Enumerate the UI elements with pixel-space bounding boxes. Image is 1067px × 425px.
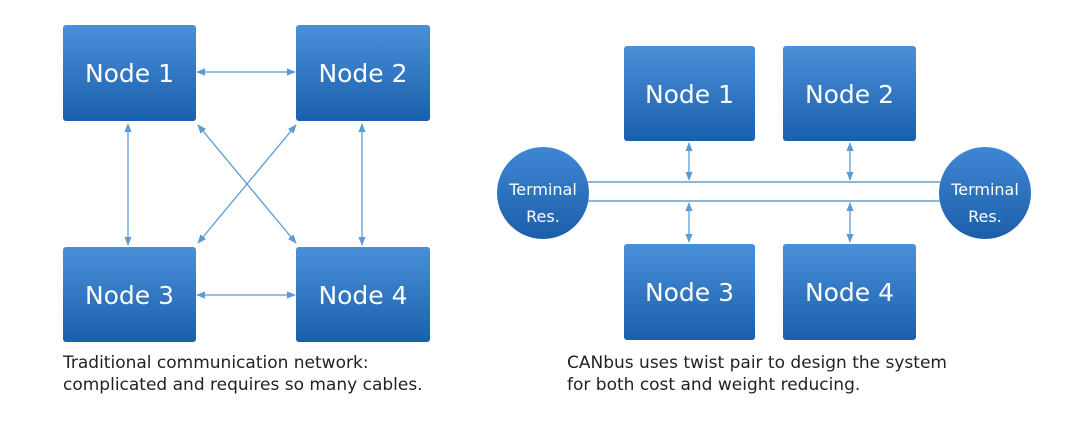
bus-node-2: Node 2: [783, 46, 916, 141]
terminal-right-label-line2: Res.: [968, 207, 1002, 226]
bus-node-3-label: Node 3: [645, 278, 734, 307]
link-node2-node3: [197, 124, 297, 244]
bus-node-1: Node 1: [624, 46, 755, 141]
mesh-node-1: Node 1: [63, 25, 196, 121]
bus-node-2-label: Node 2: [805, 80, 894, 109]
terminal-right-label-line1: Terminal: [950, 180, 1019, 199]
bus-node-3: Node 3: [624, 244, 755, 340]
mesh-node-2: Node 2: [296, 25, 430, 121]
mesh-caption: Traditional communication network: compl…: [63, 352, 423, 396]
terminal-left-label-line2: Res.: [526, 207, 560, 226]
mesh-node-3-label: Node 3: [85, 281, 174, 310]
mesh-caption-line1: Traditional communication network:: [63, 353, 369, 373]
canbus-caption: CANbus uses twist pair to design the sys…: [567, 352, 947, 396]
canbus-caption-line1: CANbus uses twist pair to design the sys…: [567, 353, 947, 373]
terminal-left-label-line1: Terminal: [508, 180, 577, 199]
bus-node-4-label: Node 4: [805, 278, 894, 307]
mesh-node-4: Node 4: [296, 247, 430, 342]
mesh-node-4-label: Node 4: [318, 281, 407, 310]
canbus-caption-line2: for both cost and weight reducing.: [567, 375, 861, 395]
bus-node-1-label: Node 1: [645, 80, 734, 109]
terminal-resistor-left: Terminal Res.: [497, 147, 589, 239]
bus-connectors: [685, 142, 854, 243]
mesh-connectors: [124, 68, 366, 299]
mesh-node-1-label: Node 1: [85, 59, 174, 88]
mesh-caption-line2: complicated and requires so many cables.: [63, 375, 423, 395]
bus-node-4: Node 4: [783, 244, 916, 340]
terminal-resistor-right: Terminal Res.: [939, 147, 1031, 239]
canbus-network: Terminal Res. Terminal Res. Node 1 Node …: [497, 46, 1031, 340]
mesh-node-2-label: Node 2: [318, 59, 407, 88]
mesh-node-3: Node 3: [63, 247, 196, 342]
mesh-network: Node 1 Node 2 Node 3 Node 4: [63, 25, 430, 342]
